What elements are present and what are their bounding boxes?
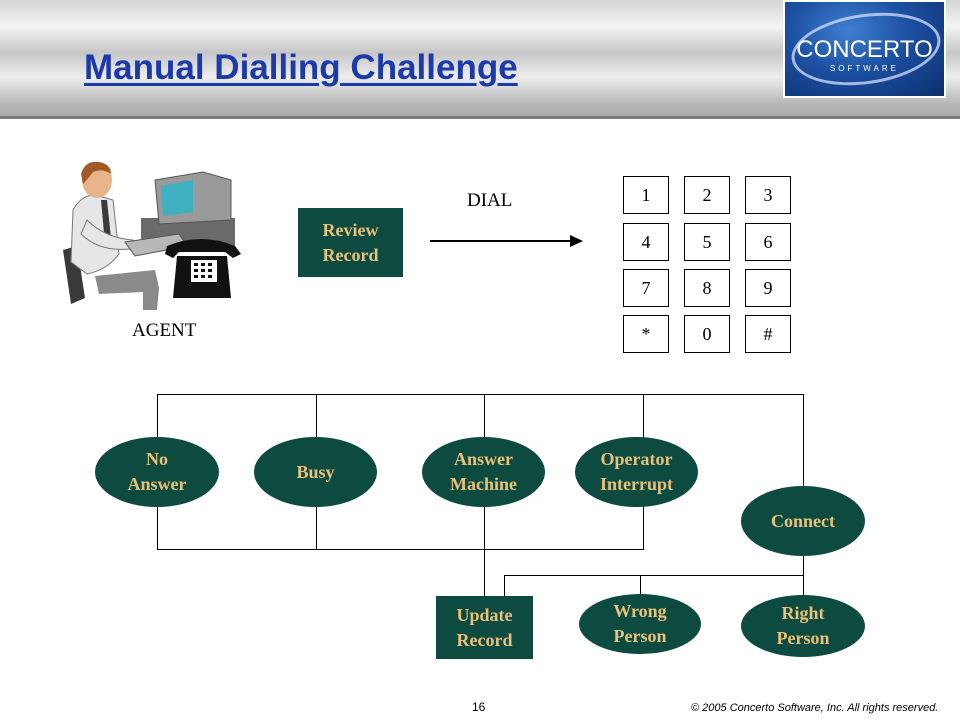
answer-machine-node: Answer Machine [422,437,545,507]
busy-label: Busy [296,461,335,482]
keypad-key-1: 1 [623,176,669,214]
dial-label: DIAL [467,190,513,211]
page-number: 16 [472,700,486,714]
no-answer-node: No Answer [95,437,219,507]
keypad-key-0: 0 [684,315,730,353]
review-record-box: Review Record [298,208,403,277]
right-person-line-2: Person [776,628,830,648]
right-person-line-1: Right [781,603,825,623]
keypad-key-6: 6 [745,223,791,261]
connector-answer-machine-top [484,394,485,438]
wrong-person-node: Wrong Person [579,594,701,654]
keypad-key-5: 5 [684,223,730,261]
update-record-line-2: Record [456,629,513,650]
operator-interrupt-node: Operator Interrupt [575,437,698,507]
keypad-key-star: * [623,315,669,353]
keypad-key-9: 9 [745,269,791,307]
keypad-key-3: 3 [745,176,791,214]
update-record-box: Update Record [436,596,533,659]
keypad-key-hash: # [745,315,791,353]
keypad-key-7: 7 [623,269,669,307]
connector-connect-top [803,394,804,486]
operator-interrupt-line-2: Interrupt [600,474,673,494]
connector-no-answer-bottom [157,506,158,550]
review-record-line-1: Review [322,219,379,240]
connector-busy-bottom [316,506,317,550]
wrong-person-line-1: Wrong [613,601,667,621]
logo-subtitle: SOFTWARE [829,64,900,73]
connector-operator-bottom [643,506,644,550]
update-record-line-1: Update [456,604,513,625]
connector-busy-top [316,394,317,438]
connector-answer-machine-bottom [484,506,485,596]
right-person-node: Right Person [741,595,865,657]
operator-interrupt-line-1: Operator [600,449,673,469]
connector-update-record [504,575,505,596]
header-divider [0,116,960,119]
result-bus-line [504,575,804,576]
slide-title: Manual Dialling Challenge [84,48,518,87]
connect-node: Connect [741,486,865,556]
connector-wrong-person [640,575,641,596]
top-bus-line [157,394,804,395]
wrong-person-line-2: Person [613,626,667,646]
connector-operator-top [643,394,644,438]
connect-label: Connect [771,510,835,531]
connector-no-answer-top [157,394,158,438]
no-answer-line-2: Answer [127,474,187,494]
dial-arrow [430,235,583,247]
concerto-logo: CONCERTO SOFTWARE [783,0,946,98]
review-record-line-2: Record [322,244,379,265]
answer-machine-line-2: Machine [450,474,517,494]
agent-illustration [63,161,241,310]
copyright-notice: © 2005 Concerto Software, Inc. All right… [691,702,939,714]
busy-node: Busy [254,437,377,507]
agent-label: AGENT [132,320,197,341]
keypad-key-4: 4 [623,223,669,261]
answer-machine-line-1: Answer [454,449,513,469]
keypad-key-8: 8 [684,269,730,307]
keypad-key-2: 2 [684,176,730,214]
no-answer-line-1: No [146,449,168,469]
logo-brand: CONCERTO [796,36,933,63]
bottom-bus-line [157,549,644,550]
